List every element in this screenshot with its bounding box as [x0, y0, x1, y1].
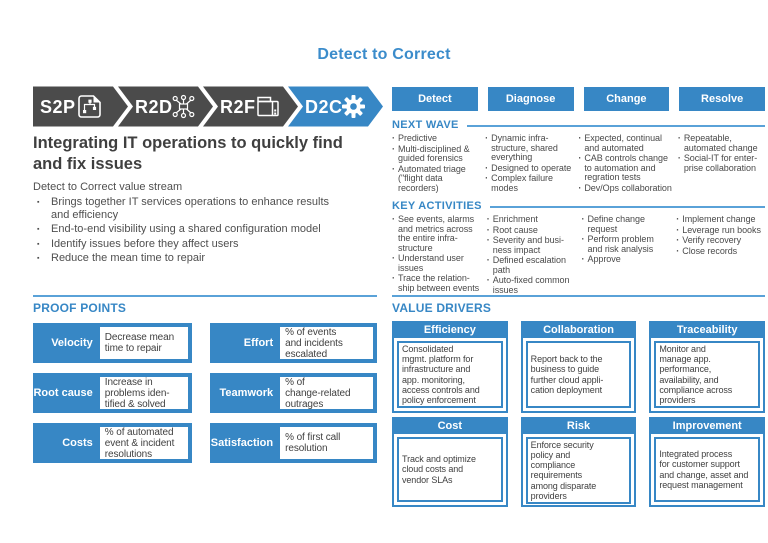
key-activities-col-detect: See events, alarms and metrics across th…	[392, 214, 481, 296]
list-item: CAB controls change to automation and re…	[578, 153, 672, 183]
list-item: Defined escalation path	[487, 256, 576, 275]
network-icon	[172, 94, 195, 119]
key-activities-col-diagnose: Enrichment Root cause Severity and busi-…	[487, 215, 576, 296]
list-item: Verify recovery	[676, 236, 765, 246]
proof-points-section: PROOF POINTS Velocity Decrease mean time…	[33, 295, 377, 463]
list-item: Dynamic infra- structure, shared everyth…	[485, 133, 572, 163]
list-item: Designed to operate	[485, 163, 572, 174]
intro-bullet: Brings together IT services operations t…	[37, 196, 382, 222]
next-wave-header: NEXT WAVE	[392, 119, 765, 131]
section-rule	[33, 295, 377, 297]
stage-d2c[interactable]: D2C	[288, 86, 383, 127]
proof-point-effort: Effort % of events and incidents escalat…	[210, 323, 377, 363]
header-rule	[466, 124, 765, 127]
value-driver-improvement: Improvement Integrated process for custo…	[649, 417, 766, 507]
key-activities-columns: See events, alarms and metrics across th…	[392, 214, 765, 296]
value-drivers-heading: VALUE DRIVERS	[392, 301, 492, 315]
list-item: Predictive	[392, 133, 479, 144]
list-item: Automated triage ("flight data recorders…	[392, 164, 479, 194]
proof-point-teamwork: Teamwork % of change-related outrages	[210, 373, 377, 413]
next-wave-col-resolve: Repeatable, automated change Social-IT f…	[678, 133, 765, 194]
intro-heading: Integrating IT operations to quickly fin…	[33, 134, 343, 173]
proof-point-costs: Costs % of automated event & incident re…	[33, 423, 192, 463]
plan-document-icon	[78, 95, 101, 118]
list-item: Trace the relation- ship between events	[392, 274, 481, 293]
list-item: Auto-fixed common issues	[487, 276, 576, 295]
stage-s2p[interactable]: S2P	[33, 86, 128, 127]
list-item: Expected, continual and automated	[578, 133, 672, 153]
stage-r2d-label: R2D	[135, 97, 173, 117]
stage-r2f-label: R2F	[220, 97, 256, 117]
list-item: Root cause	[487, 225, 576, 236]
list-item: Severity and busi- ness impact	[487, 235, 576, 255]
value-driver-efficiency: Efficiency Consolidated mgmt. platform f…	[392, 321, 508, 413]
section-rule	[392, 295, 765, 297]
list-item: Close records	[676, 246, 765, 257]
header-rule	[489, 205, 765, 208]
value-driver-traceability: Traceability Monitor and manage app. per…	[649, 321, 766, 413]
list-item: Multi-disciplined & guided forensics	[392, 144, 479, 164]
phase-button-detect[interactable]: Detect	[392, 87, 478, 111]
list-item: Dev/Ops collaboration	[578, 183, 672, 194]
next-wave-col-diagnose: Dynamic infra- structure, shared everyth…	[485, 133, 572, 194]
list-item: Enrichment	[487, 215, 576, 225]
value-driver-risk: Risk Enforce security policy and complia…	[520, 417, 637, 507]
value-drivers-section: VALUE DRIVERS Efficiency Consolidated mg…	[392, 295, 766, 507]
intro-bullet-list: Brings together IT services operations t…	[37, 196, 382, 266]
intro-bullet: End-to-end visibility using a shared con…	[37, 223, 382, 236]
list-item: Implement change	[676, 215, 765, 225]
stage-r2d[interactable]: R2D	[118, 86, 213, 127]
proof-point-satisfaction: Satisfaction % of first call resolution	[210, 423, 377, 463]
list-item: See events, alarms and metrics across th…	[392, 214, 481, 253]
phase-panel: Detect Diagnose Change Resolve NEXT WAVE…	[392, 87, 765, 296]
list-item: Approve	[582, 255, 671, 265]
package-icon	[257, 96, 279, 117]
gear-icon	[342, 95, 365, 118]
phase-button-change[interactable]: Change	[583, 87, 670, 111]
intro-lead: Detect to Correct value stream	[33, 181, 183, 193]
key-activities-header: KEY ACTIVITIES	[392, 200, 765, 212]
list-item: Leverage run books	[676, 225, 765, 236]
phase-button-diagnose[interactable]: Diagnose	[487, 87, 574, 111]
key-activities-col-resolve: Implement change Leverage run books Veri…	[676, 215, 765, 296]
proof-points-grid: Velocity Decrease mean time to repair Ef…	[33, 323, 377, 463]
value-chain-chevrons: S2P R2D	[33, 86, 383, 127]
value-driver-collaboration: Collaboration Report back to the busines…	[520, 321, 637, 413]
list-item: Repeatable, automated change	[678, 133, 765, 153]
next-wave-col-change: Expected, continual and automated CAB co…	[578, 133, 672, 194]
list-item: Define change request	[582, 214, 671, 234]
phase-button-resolve[interactable]: Resolve	[679, 87, 765, 111]
next-wave-columns: Predictive Multi-disciplined & guided fo…	[392, 133, 765, 194]
list-item: Understand user issues	[392, 254, 481, 273]
proof-points-heading: PROOF POINTS	[33, 301, 127, 315]
next-wave-col-detect: Predictive Multi-disciplined & guided fo…	[392, 133, 479, 194]
list-item: Perform problem and risk analysis	[582, 234, 671, 254]
value-drivers-row-2: Cost Track and optimize cloud costs and …	[392, 417, 766, 507]
stage-s2p-label: S2P	[40, 97, 76, 117]
key-activities-col-change: Define change request Perform problem an…	[582, 214, 671, 296]
list-item: Social-IT for enter- prise collaboration	[678, 153, 765, 173]
value-driver-cost: Cost Track and optimize cloud costs and …	[392, 417, 508, 507]
stage-d2c-label: D2C	[305, 97, 343, 117]
page-title: Detect to Correct	[317, 46, 451, 63]
value-drivers-row-1: Efficiency Consolidated mgmt. platform f…	[392, 321, 766, 413]
intro-bullet: Reduce the mean time to repair	[37, 252, 382, 265]
proof-point-velocity: Velocity Decrease mean time to repair	[33, 323, 192, 363]
intro-bullet: Identify issues before they affect users	[37, 238, 382, 251]
proof-point-root-cause: Root cause Increase in problems iden- ti…	[33, 373, 192, 413]
phase-button-row: Detect Diagnose Change Resolve	[392, 87, 765, 111]
stage-r2f[interactable]: R2F	[203, 86, 298, 127]
list-item: Complex failure modes	[485, 173, 572, 193]
